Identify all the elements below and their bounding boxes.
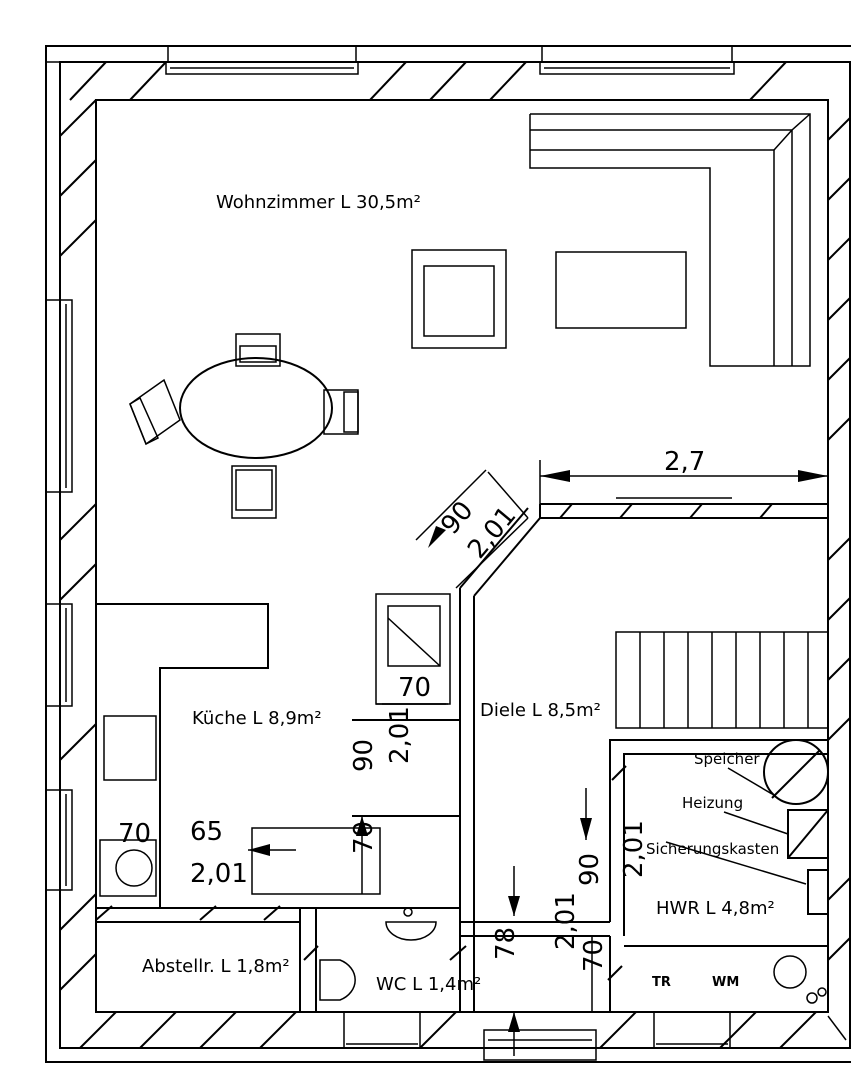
room-label-abstellraum: Abstellr. L 1,8m² <box>142 956 290 977</box>
label-sicherungskasten: Sicherungskasten <box>646 840 779 858</box>
wc-fixtures <box>319 907 437 1001</box>
dim-kitchen-door-width: 90 <box>349 739 379 772</box>
dining-table <box>129 333 359 519</box>
dim-shower-width: 70 <box>349 821 379 854</box>
dim-closet-width: 70 <box>398 673 431 703</box>
label-dryer: TR <box>652 975 671 990</box>
label-washer: WM <box>712 975 739 990</box>
hwr-fixtures <box>763 739 829 1004</box>
room-label-diele: Diele L 8,5m² <box>480 700 601 721</box>
room-label-hwr: HWR L 4,8m² <box>656 898 775 919</box>
dim-wc-door-width: 65 <box>190 817 223 847</box>
outer-walls <box>45 45 851 1063</box>
label-heizung: Heizung <box>682 794 743 812</box>
kitchen-fixtures <box>99 715 381 897</box>
dim-abst-door-width: 70 <box>118 819 151 849</box>
dim-bottom-door-height: 2,01 <box>551 892 581 950</box>
armchair <box>411 249 507 349</box>
dim-kitchen-door-height: 2,01 <box>385 706 415 764</box>
dim-bottom-door-width: 78 <box>491 927 521 960</box>
staircase <box>615 631 829 729</box>
interior-walls <box>96 503 828 1012</box>
dim-wc-door-height: 2,01 <box>190 859 248 889</box>
dim-hwr-door-height: 2,01 <box>619 820 649 878</box>
windows <box>45 45 735 1061</box>
label-speicher: Speicher <box>694 750 760 768</box>
wall-hatching <box>59 61 851 1049</box>
sofa <box>529 113 811 367</box>
dimension-lines <box>248 460 847 1056</box>
dim-bottom-side-width: 70 <box>579 939 609 972</box>
dim-hwr-door-width: 90 <box>575 853 605 886</box>
dim-living-width: 2,7 <box>664 447 705 477</box>
room-label-wohnzimmer: Wohnzimmer L 30,5m² <box>216 192 421 213</box>
room-label-kueche: Küche L 8,9m² <box>192 708 322 729</box>
room-label-wc: WC L 1,4m² <box>376 974 481 995</box>
